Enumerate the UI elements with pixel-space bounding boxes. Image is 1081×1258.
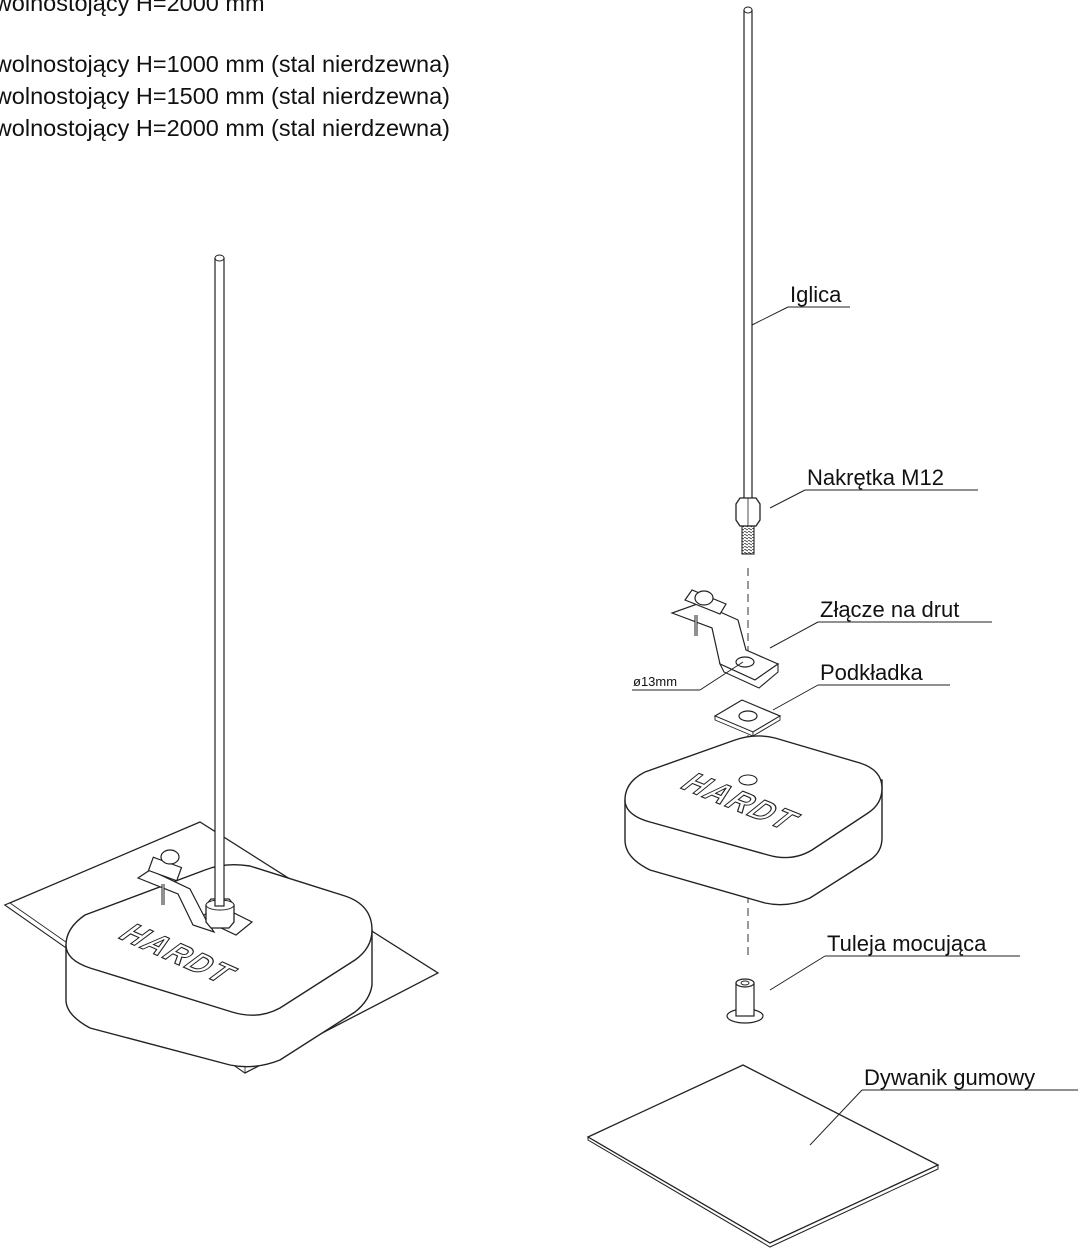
- rubber-mat-part: [586, 1064, 940, 1248]
- label-podkladka: Podkładka: [772, 660, 950, 711]
- wire-clamp-part: [670, 589, 780, 689]
- concrete-base-part: HARDT: [624, 735, 883, 906]
- assembled-wire-clamp: [136, 849, 216, 934]
- label-iglica: Iglica: [751, 282, 850, 326]
- header-line-1: zt wolnostojący H=2000 mm: [0, 0, 265, 16]
- label-nakretka-text: Nakrętka M12: [807, 465, 944, 490]
- label-zlacze-text: Złącze na drut: [820, 597, 959, 622]
- label-diameter-text: ø13mm: [633, 674, 677, 689]
- washer-part: [713, 699, 782, 737]
- label-tuleja: Tuleja mocująca: [769, 931, 1020, 991]
- label-dywanik-text: Dywanik gumowy: [864, 1065, 1035, 1090]
- label-tuleja-text: Tuleja mocująca: [827, 931, 987, 956]
- spire-rod: [735, 6, 761, 555]
- exploded-view: HARDT Iglica: [586, 6, 1078, 1248]
- label-diameter: ø13mm: [632, 661, 744, 691]
- label-zlacze: Złącze na drut: [769, 597, 992, 649]
- label-iglica-text: Iglica: [790, 282, 842, 307]
- header-line-3: zt wolnostojący H=1500 mm (stal nierdzew…: [0, 83, 450, 109]
- assembled-rod: [214, 257, 225, 907]
- header-line-2: zt wolnostojący H=1000 mm (stal nierdzew…: [0, 51, 450, 77]
- assembled-concrete-base: HARDT: [65, 863, 373, 1068]
- assembled-lightning-rod: HARDT: [3, 254, 440, 1074]
- header-line-4: zt wolnostojący H=2000 mm (stal nierdzew…: [0, 115, 450, 141]
- label-dywanik: Dywanik gumowy: [809, 1065, 1078, 1146]
- mounting-sleeve-part: [726, 978, 764, 1024]
- label-podkladka-text: Podkładka: [820, 660, 924, 685]
- label-nakretka: Nakrętka M12: [769, 465, 978, 509]
